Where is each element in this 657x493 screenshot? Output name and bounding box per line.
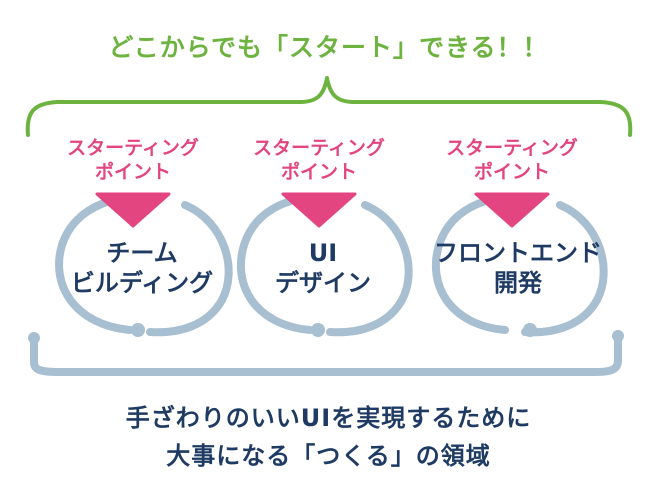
area-frontend: フロントエンド 開発	[433, 238, 603, 298]
area-label-line1: UI	[308, 239, 338, 267]
area-team-building: チーム ビルディング	[57, 238, 227, 298]
footer-line1: 手ざわりのいいUIを実現するために	[125, 404, 532, 432]
area-label-line2: 開発	[494, 269, 542, 297]
headline: どこからでも「スタート」できる！！	[108, 33, 549, 62]
start-marker-1	[95, 192, 171, 228]
bottom-bracket	[30, 334, 622, 376]
footer-line2: 大事になる「つくる」の領域	[166, 442, 491, 470]
area-ui-design: UI デザイン	[238, 238, 408, 298]
starting-point-label-line2: ポイント	[94, 161, 171, 183]
starting-point-label-line2: ポイント	[280, 161, 357, 183]
area-label-line2: デザイン	[275, 269, 371, 297]
starting-point-label-1: スターティング ポイント	[48, 136, 218, 184]
starting-point-label-line1: スターティング	[446, 137, 578, 159]
area-label-line1: フロントエンド	[434, 239, 602, 267]
starting-point-label-line2: ポイント	[473, 161, 550, 183]
starting-point-label-2: スターティング ポイント	[234, 136, 404, 184]
starting-point-label-line1: スターティング	[253, 137, 385, 159]
starting-point-label-3: スターティング ポイント	[427, 136, 597, 184]
top-brace	[25, 76, 633, 137]
start-marker-3	[474, 192, 550, 228]
area-label-line2: ビルディング	[70, 269, 214, 297]
start-marker-2	[281, 192, 357, 228]
starting-point-label-line1: スターティング	[67, 137, 199, 159]
area-label-line1: チーム	[106, 239, 178, 267]
